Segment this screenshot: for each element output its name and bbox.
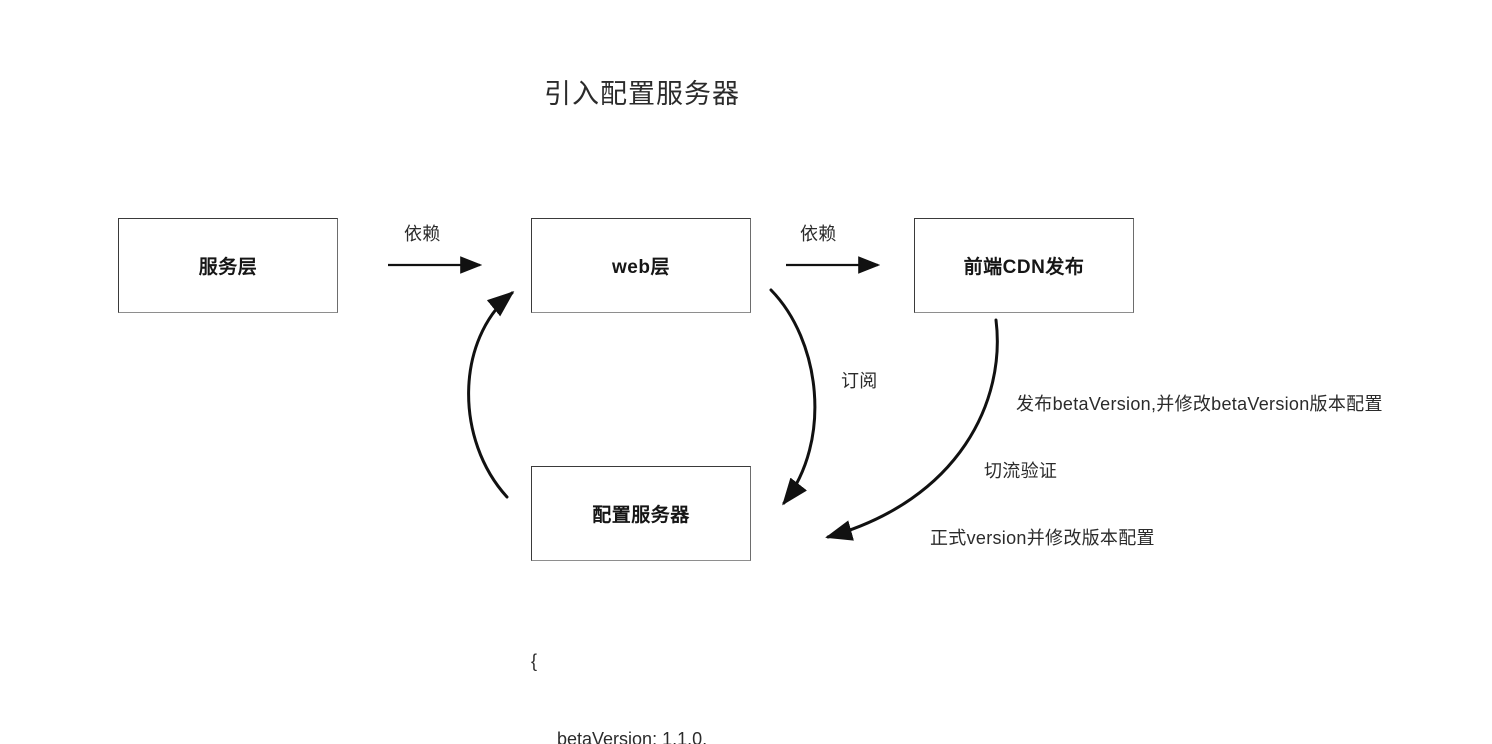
node-service-layer-label: 服务层 [198,257,258,278]
edge-label-formal-version: 正式version并修改版本配置 [930,528,1155,548]
edge-label-publish-beta-version: 发布betaVersion,并修改betaVersion版本配置 [1016,394,1383,414]
edge-label-dependency-web-to-cdn: 依赖 [800,224,837,244]
config-json-snippet: { betaVersion: 1.1.0, Version: 1.0.0 } [531,596,707,744]
config-json-open-brace: { [531,651,538,671]
arrow-config-to-web [467,291,515,499]
config-json-beta-version: betaVersion: 1.1.0, [557,729,708,744]
node-cdn-publish-label: 前端CDN发布 [963,257,1085,278]
arrow-subscribe-web-to-config [769,288,817,506]
node-cdn-publish[interactable]: 前端CDN发布 [914,218,1134,313]
node-web-layer-label: web层 [612,257,670,278]
node-web-layer[interactable]: web层 [531,218,751,313]
node-service-layer[interactable]: 服务层 [118,218,338,313]
node-config-server[interactable]: 配置服务器 [531,466,751,561]
edge-label-dependency-service-to-web: 依赖 [404,224,441,244]
edge-label-traffic-verification: 切流验证 [984,461,1058,481]
page-title: 引入配置服务器 [544,79,740,109]
edge-label-subscribe: 订阅 [841,371,878,391]
node-config-server-label: 配置服务器 [592,505,690,526]
arrow-cdn-to-config [825,318,999,541]
